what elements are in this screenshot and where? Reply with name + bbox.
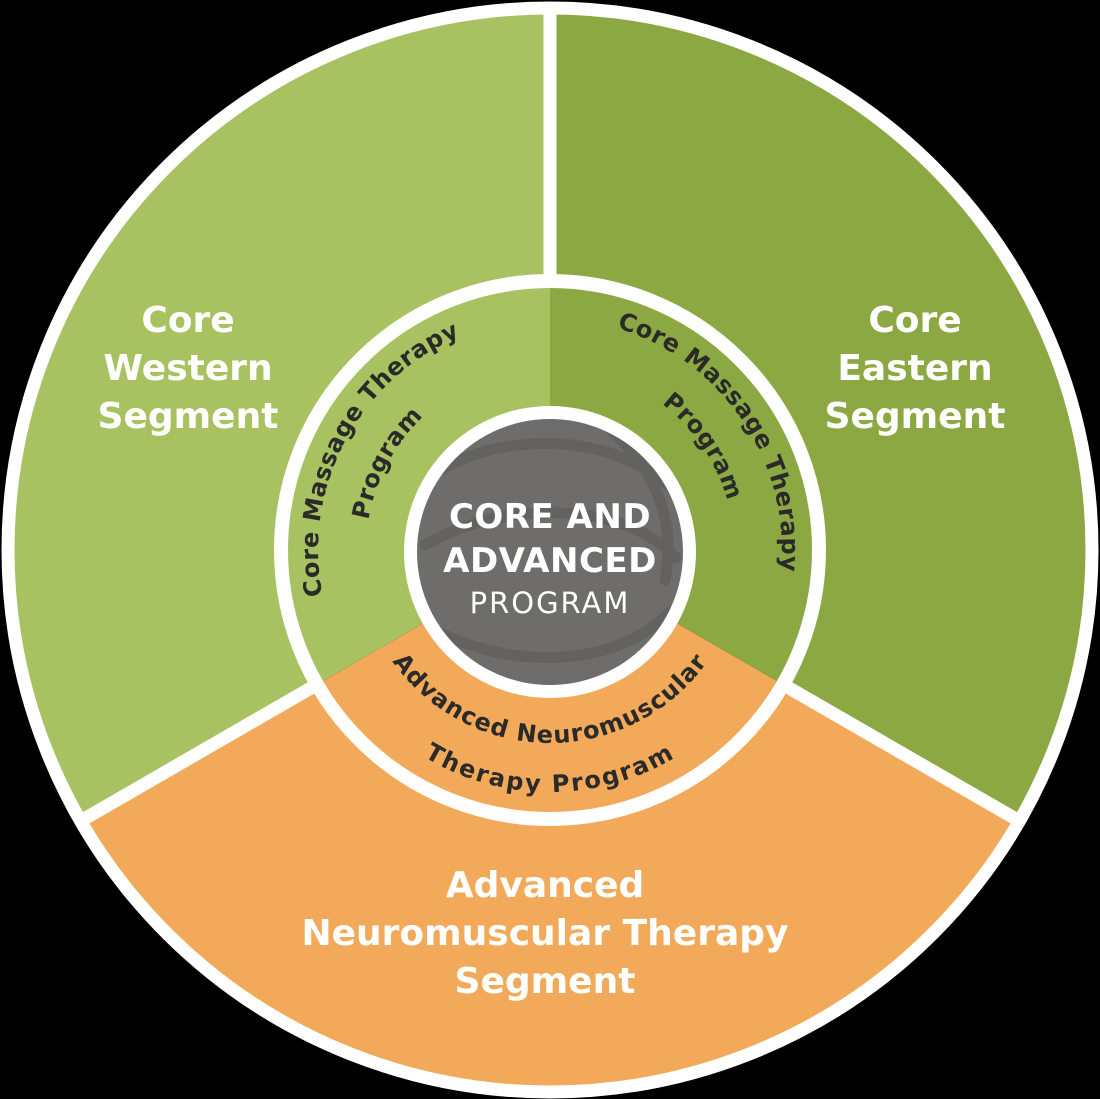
center-texture-arc xyxy=(419,507,682,564)
inner-outer-separator-ring xyxy=(274,274,826,826)
center-texture-arc xyxy=(606,426,674,586)
center-title-line2: ADVANCED xyxy=(443,541,657,581)
outer-label-advanced: Advanced Neuromuscular Therapy Segment xyxy=(301,865,788,1002)
outer-label-eastern-line2: Eastern xyxy=(837,348,992,389)
center-title-line1: CORE AND xyxy=(449,497,651,537)
segment-eastern-wedge xyxy=(550,13,1088,819)
outer-label-eastern-line3: Segment xyxy=(825,396,1006,437)
center-circle xyxy=(417,419,683,685)
outer-label-eastern: Core Eastern Segment xyxy=(825,300,1006,437)
center-texture-arc xyxy=(429,606,676,663)
outer-label-western: Core Western Segment xyxy=(98,300,279,437)
outer-label-western-line2: Western xyxy=(103,348,272,389)
center-subtitle: PROGRAM xyxy=(470,586,631,620)
outer-label-advanced-line2: Neuromuscular Therapy xyxy=(301,913,788,954)
outer-label-eastern-line1: Core xyxy=(868,300,961,341)
outer-label-western-line1: Core xyxy=(141,300,234,341)
outer-label-advanced-line1: Advanced xyxy=(446,865,645,906)
outer-label-western-line3: Segment xyxy=(98,396,279,437)
center-texture-arc xyxy=(434,437,674,491)
segment-western-wedge xyxy=(12,13,551,819)
segment-divider-bottom-right xyxy=(782,680,1024,828)
outer-label-advanced-line3: Segment xyxy=(455,961,636,1002)
segment-divider-bottom-left xyxy=(76,680,318,828)
